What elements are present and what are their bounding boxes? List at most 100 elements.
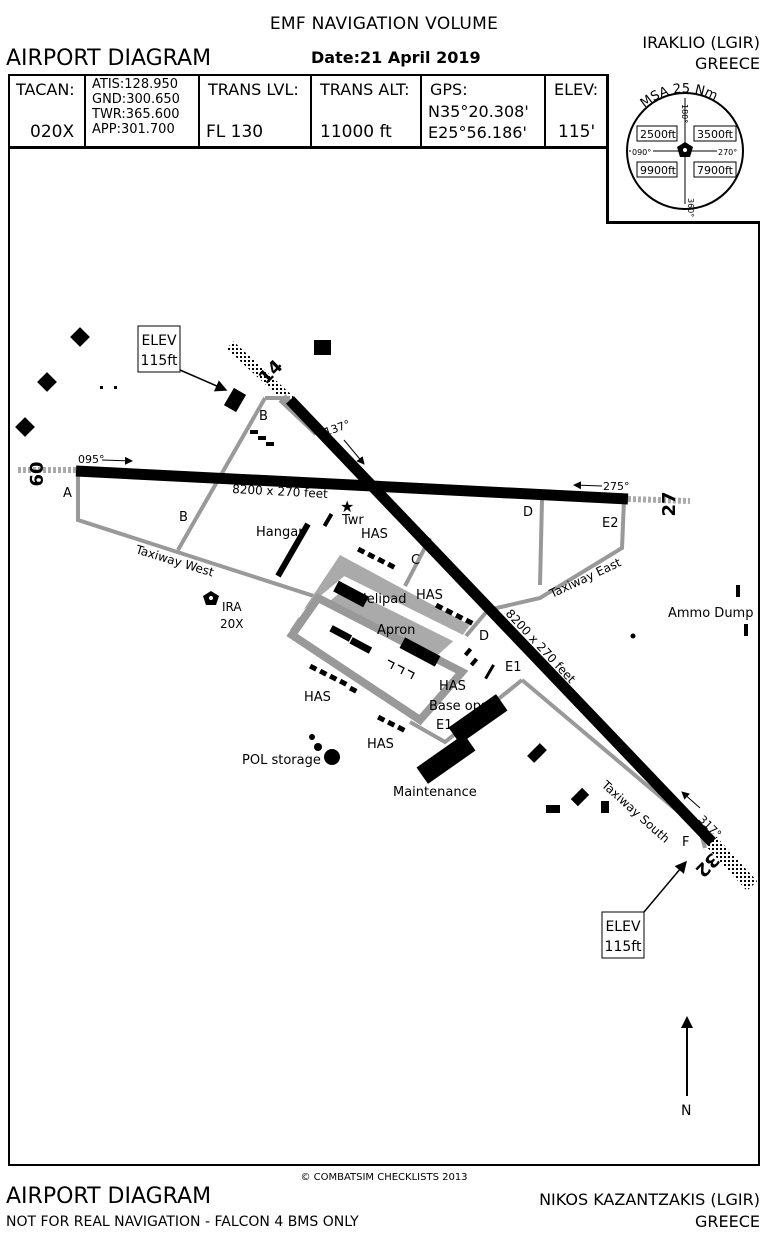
gnd-freq: GND:300.650 bbox=[92, 92, 180, 107]
gps-lat: N35°20.308' bbox=[428, 102, 529, 121]
svg-text:270°: 270° bbox=[718, 148, 737, 157]
rwy-09-27-dims: 8200 x 270 feet bbox=[232, 482, 329, 501]
msa-sector-ne bbox=[693, 125, 737, 142]
msa-sector-nw bbox=[636, 125, 678, 142]
pol-tank-3 bbox=[309, 734, 315, 740]
north-label: N bbox=[681, 1103, 691, 1119]
tacan-cell: TACAN: 020X bbox=[8, 74, 86, 146]
airport-code: IRAKLIO (LGIR) bbox=[642, 33, 760, 52]
info-strip: TACAN: 020X ATIS:128.950 GND:300.650 TWR… bbox=[8, 74, 608, 149]
gps-cell: GPS: N35°20.308' E25°56.186' bbox=[422, 74, 546, 146]
trans-lvl-value: FL 130 bbox=[206, 122, 264, 142]
rwy27-overrun bbox=[627, 496, 691, 504]
taxiway-d-east bbox=[538, 499, 544, 586]
taxiway-e1-label: E1 bbox=[505, 660, 522, 675]
maintenance-hangar-1 bbox=[448, 694, 508, 744]
elev-cell: ELEV: 115' bbox=[546, 74, 608, 146]
building bbox=[70, 327, 90, 347]
taxiway-south bbox=[520, 678, 707, 849]
taxiway-f-label: F bbox=[682, 835, 689, 850]
trans-alt-label: TRANS ALT: bbox=[320, 80, 410, 99]
svg-text:9900ft: 9900ft bbox=[640, 164, 677, 177]
svg-text:360°: 360° bbox=[686, 198, 695, 217]
gps-label: GPS: bbox=[430, 80, 468, 99]
tower-label: Twr bbox=[341, 513, 364, 528]
pol-storage-label: POL storage bbox=[242, 753, 321, 768]
twr-freq: TWR:365.600 bbox=[92, 107, 180, 122]
maintenance-hangar-2 bbox=[416, 734, 476, 784]
ira-label: IRA bbox=[222, 600, 242, 614]
pol-tank-1 bbox=[324, 749, 340, 765]
helipad-label: Helipad bbox=[357, 592, 406, 607]
taxiway-b-label: B bbox=[179, 510, 188, 525]
svg-text:3500ft: 3500ft bbox=[697, 128, 734, 141]
taxiway-b-label: B bbox=[259, 409, 268, 424]
base-ops-label: Base ops bbox=[429, 699, 488, 714]
building bbox=[37, 372, 57, 392]
building bbox=[15, 417, 35, 437]
ira-tacan-icon bbox=[203, 591, 219, 605]
msa-diagram: MSA 25 Nm 2500ft 3500ft 9900ft 7900ft 09… bbox=[626, 81, 744, 217]
rwy32-approach-lights bbox=[702, 833, 758, 891]
taxiway-d bbox=[464, 608, 490, 638]
atis-freq: ATIS:128.950 bbox=[92, 77, 179, 92]
tacan-label: TACAN: bbox=[16, 80, 75, 99]
trans-lvl-label: TRANS LVL: bbox=[208, 80, 299, 99]
rwy27-label: 27 bbox=[659, 491, 680, 516]
rwy14-label: 14 bbox=[255, 356, 288, 389]
hdg-137: 137° bbox=[323, 418, 352, 439]
runway-14-32 bbox=[286, 396, 716, 846]
rwy09-label: 09 bbox=[25, 461, 46, 486]
hdg-095: 095° bbox=[78, 453, 105, 466]
elev-value: 115' bbox=[558, 122, 596, 142]
country: GREECE bbox=[694, 54, 760, 73]
hdg-275: 275° bbox=[603, 480, 630, 493]
footer-airport: NIKOS KAZANTZAKIS (LGIR) bbox=[539, 1190, 760, 1209]
runway-09-27 bbox=[75, 465, 629, 505]
chart-date: Date:21 April 2019 bbox=[311, 48, 481, 67]
svg-text:090°: 090° bbox=[632, 148, 651, 157]
has-label: HAS bbox=[304, 690, 331, 705]
footer-title: AIRPORT DIAGRAM bbox=[6, 1184, 212, 1209]
app-freq: APP:301.700 bbox=[92, 122, 175, 137]
diagram-title: AIRPORT DIAGRAM bbox=[6, 46, 212, 71]
pol-tank-2 bbox=[314, 743, 322, 751]
svg-text:2500ft: 2500ft bbox=[640, 128, 677, 141]
has-row bbox=[356, 546, 396, 570]
svg-text:180°: 180° bbox=[680, 104, 689, 123]
taxiway-d-label: D bbox=[479, 629, 489, 644]
shelters-open bbox=[387, 659, 415, 680]
svg-text:ELEV: ELEV bbox=[605, 919, 640, 935]
trans-alt-cell: TRANS ALT: 11000 ft bbox=[312, 74, 422, 146]
disclaimer: NOT FOR REAL NAVIGATION - FALCON 4 BMS O… bbox=[6, 1214, 359, 1230]
taxiway-east-label: Taxiway East bbox=[546, 555, 623, 601]
svg-text:ELEV: ELEV bbox=[141, 333, 176, 349]
diagram-frame bbox=[8, 74, 760, 1166]
ira-channel-label: 20X bbox=[220, 617, 244, 631]
maintenance-label: Maintenance bbox=[393, 785, 477, 800]
hangar-label: Hangar bbox=[256, 525, 304, 540]
buildings bbox=[15, 327, 748, 813]
has-row bbox=[308, 663, 358, 694]
trans-lvl-cell: TRANS LVL: FL 130 bbox=[200, 74, 312, 146]
tower-icon: ★ bbox=[340, 497, 354, 516]
msa-sector-sw bbox=[636, 161, 678, 178]
has-label: HAS bbox=[361, 527, 388, 542]
msa-box: MSA 25 Nm 2500ft 3500ft 9900ft 7900ft 09… bbox=[606, 74, 760, 224]
msa-circle bbox=[626, 92, 744, 210]
taxiway-east bbox=[487, 499, 626, 612]
msa-sector-se bbox=[693, 161, 737, 178]
taxiway-d-label: D bbox=[523, 505, 533, 520]
elev-callout-box bbox=[601, 911, 645, 959]
apron-building bbox=[399, 637, 441, 667]
has-label: HAS bbox=[367, 737, 394, 752]
taxiway-c-label: C bbox=[411, 553, 420, 568]
has-row bbox=[463, 647, 479, 667]
elev-label: ELEV: bbox=[554, 80, 599, 99]
freq-cell: ATIS:128.950 GND:300.650 TWR:365.600 APP… bbox=[86, 74, 200, 146]
svg-text:115ft: 115ft bbox=[605, 939, 642, 955]
footer-country: GREECE bbox=[694, 1212, 760, 1231]
volume-title: EMF NAVIGATION VOLUME bbox=[269, 14, 499, 34]
taxiway-a-label: A bbox=[63, 486, 72, 501]
